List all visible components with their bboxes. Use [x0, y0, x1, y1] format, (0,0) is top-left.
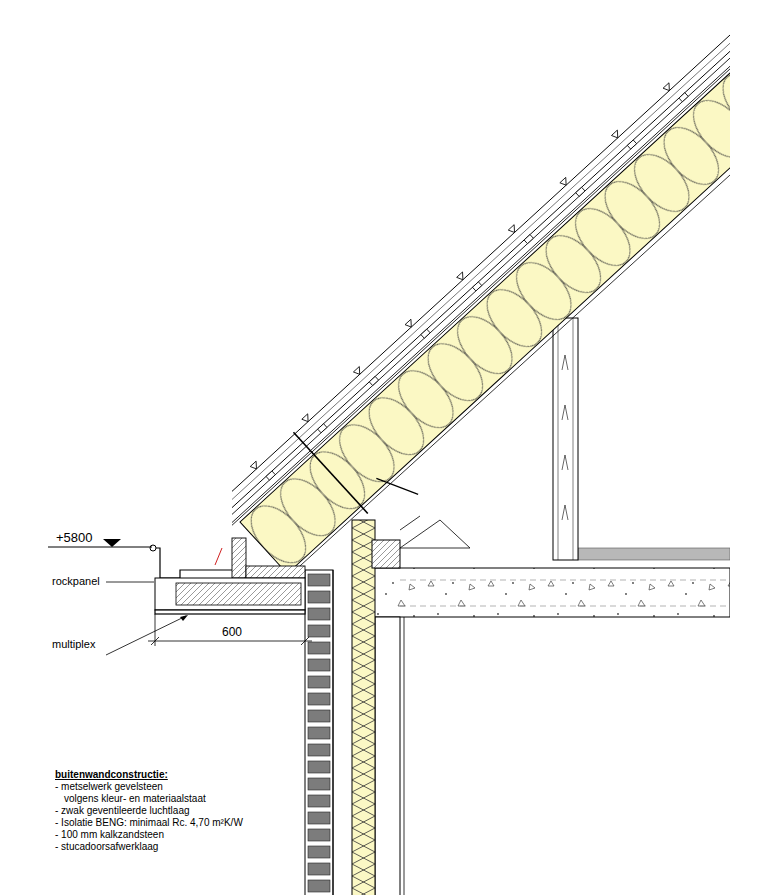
wall-insulation — [352, 520, 375, 895]
spec-line: - Isolatie BENG: minimaal Rc. 4,70 m²K/W — [55, 817, 243, 829]
part-name: multiplex — [52, 638, 95, 651]
spec-line: volgens kleur- en materiaalstaat — [64, 793, 206, 805]
leader-line — [106, 582, 154, 583]
concrete-floor — [368, 568, 730, 617]
spec-line: - 100 mm kalkzandsteen — [55, 829, 164, 841]
part-name: rockpanel — [52, 575, 100, 588]
level-value: +5800 — [56, 530, 93, 546]
leader-arrow — [180, 615, 188, 621]
spec-line: - stucadoorsafwerklaag — [55, 841, 158, 853]
leader-line — [106, 616, 186, 655]
floor-finish — [578, 548, 730, 560]
gutter-eaves — [150, 538, 305, 614]
stud-wall — [553, 318, 578, 560]
wall-plate — [372, 540, 400, 568]
dimension-line — [148, 614, 312, 646]
dimension-value: 600 — [222, 625, 242, 639]
brick-leaf — [305, 570, 333, 895]
spec-line: - zwak geventileerde luchtlaag — [55, 805, 190, 817]
sand-lime-wall — [375, 617, 400, 895]
spec-heading: buitenwandconstructie: — [55, 769, 168, 781]
spec-line: - metselwerk gevelsteen — [55, 781, 163, 793]
roof-package — [184, 11, 730, 627]
